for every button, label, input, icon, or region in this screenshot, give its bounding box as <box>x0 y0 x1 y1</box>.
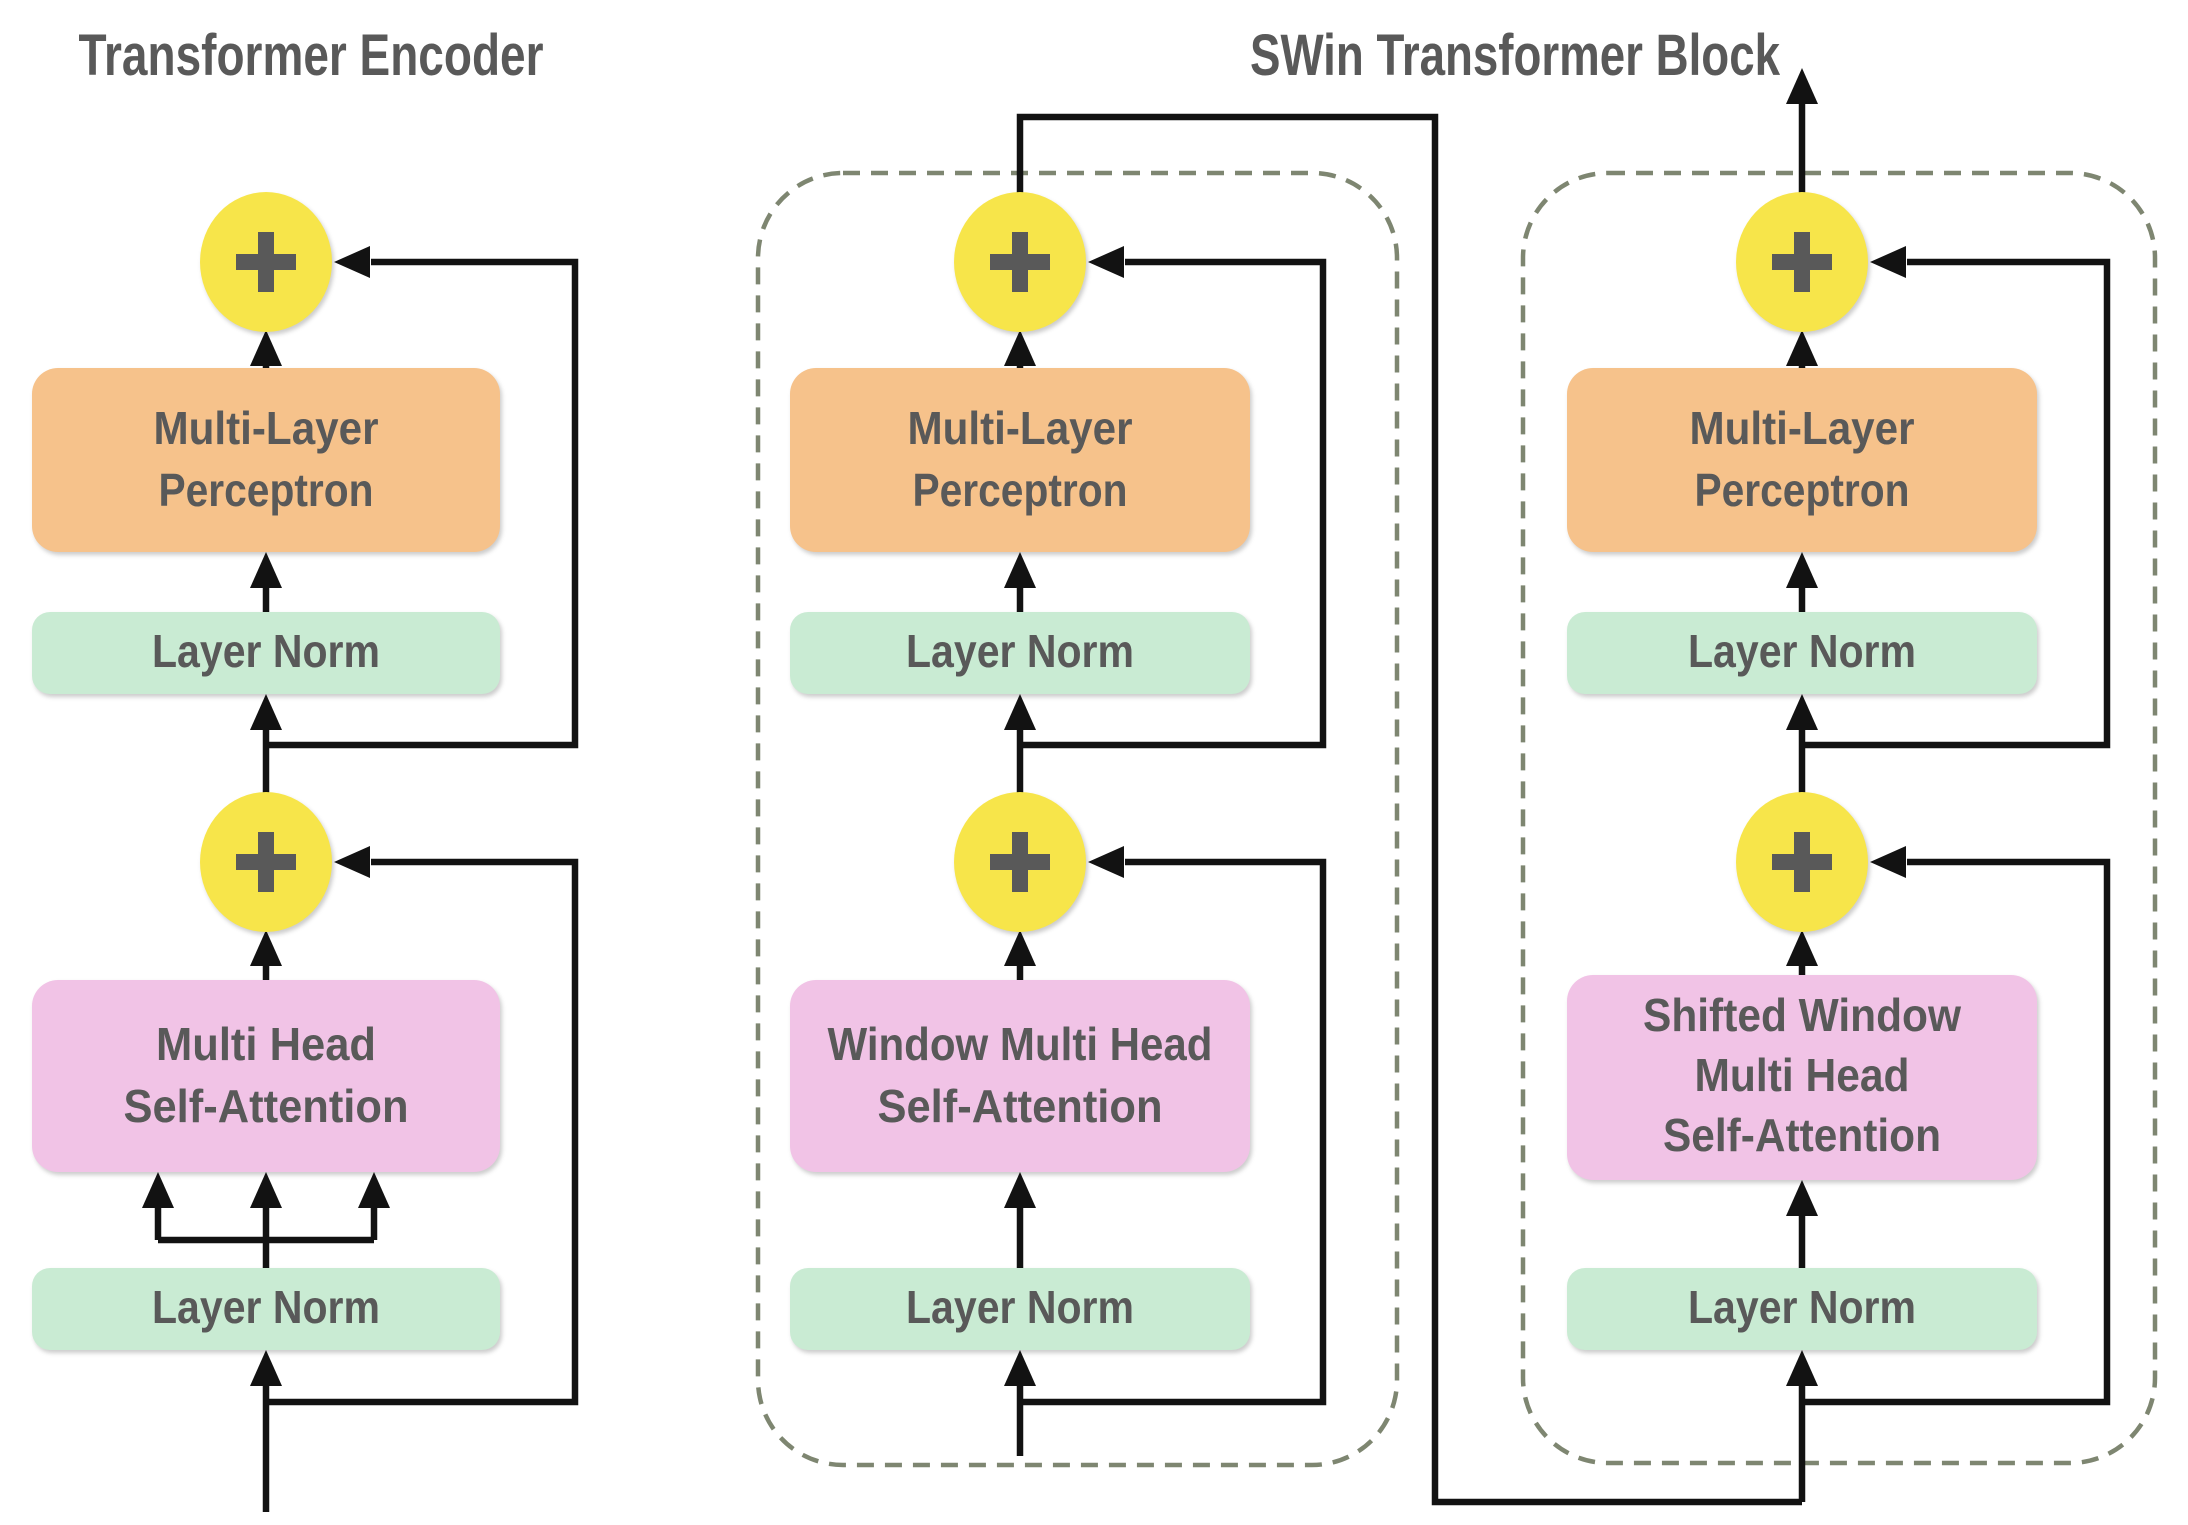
arrowhead-up-icon <box>1786 552 1818 588</box>
arrowhead-left-icon <box>334 246 370 278</box>
w-msa-label-line1: Window Multi Head <box>828 1018 1213 1070</box>
arrow-heads <box>142 68 1906 1386</box>
residual-lower-line <box>1020 858 1327 1406</box>
arrowhead-left-icon <box>1870 246 1906 278</box>
layer-norm-label: Layer Norm <box>1688 1281 1916 1333</box>
multi-head-self-attention-block <box>32 980 500 1172</box>
layer-norm-block <box>32 612 500 694</box>
arrowhead-up-icon <box>1004 1350 1036 1386</box>
window-multi-head-self-attention-block <box>790 980 1250 1172</box>
arrowhead-up-icon <box>1786 694 1818 730</box>
w-msa-label-line2: Self-Attention <box>878 1080 1163 1132</box>
arrowhead-left-icon <box>1870 846 1906 878</box>
layer-norm-label: Layer Norm <box>152 1281 380 1333</box>
left-diagram-title: Transformer Encoder <box>79 23 544 88</box>
mlp-label-line2: Perceptron <box>1695 464 1910 516</box>
swin-diagram-title: SWin Transformer Block <box>1250 23 1781 88</box>
arrowhead-left-icon <box>334 846 370 878</box>
arrowhead-up-icon <box>142 1172 174 1208</box>
block1-to-block2-routing-line <box>1016 113 1802 1506</box>
mlp-label-line1: Multi-Layer <box>908 402 1133 454</box>
plus-icon <box>990 832 1050 892</box>
plus-icon <box>1772 832 1832 892</box>
mlp-label-line1: Multi-Layer <box>1690 402 1915 454</box>
mlp-label-line2: Perceptron <box>159 464 374 516</box>
layer-norm-label: Layer Norm <box>906 1281 1134 1333</box>
node-shapes <box>32 192 2037 1350</box>
residual-upper-line <box>1802 258 2111 749</box>
arrowhead-up-icon <box>250 1350 282 1386</box>
mlp-block <box>32 368 500 552</box>
arrowhead-up-icon <box>1786 330 1818 366</box>
arrowhead-up-icon <box>1786 930 1818 966</box>
mlp-label-line2: Perceptron <box>913 464 1128 516</box>
plus-icon <box>990 232 1050 292</box>
swin-block-2-dashed-border <box>1520 170 2158 1466</box>
arrowhead-up-icon <box>1004 694 1036 730</box>
arrowhead-up-icon <box>250 330 282 366</box>
plus-icon <box>236 232 296 292</box>
arrowhead-up-icon <box>250 1172 282 1208</box>
arrowhead-up-icon <box>1786 1180 1818 1216</box>
arrowhead-left-icon <box>1088 246 1124 278</box>
plus-icon <box>236 832 296 892</box>
arrowhead-up-icon <box>358 1172 390 1208</box>
arrowhead-left-icon <box>1088 846 1124 878</box>
layer-norm-label: Layer Norm <box>906 625 1134 677</box>
shifted-window-multi-head-self-attention-block <box>1567 975 2037 1180</box>
arrowhead-up-icon <box>1004 552 1036 588</box>
residual-lower-line <box>266 858 579 1406</box>
layer-norm-block <box>790 1268 1250 1350</box>
layer-norm-block <box>1567 1268 2037 1350</box>
mlp-block <box>1567 368 2037 552</box>
arrowhead-up-icon <box>250 930 282 966</box>
arrowhead-up-icon <box>1004 1172 1036 1208</box>
plus-icons <box>236 232 1832 892</box>
arrowhead-up-icon <box>1004 330 1036 366</box>
layer-norm-block <box>790 612 1250 694</box>
arrowhead-up-icon <box>250 552 282 588</box>
mlp-block <box>790 368 1250 552</box>
layer-norm-block <box>1567 612 2037 694</box>
sw-msa-label-line3: Self-Attention <box>1663 1109 1941 1161</box>
residual-lower-line <box>1802 858 2111 1406</box>
titles: Transformer Encoder SWin Transformer Blo… <box>79 23 1781 88</box>
residual-upper-line <box>266 258 579 749</box>
swin-block-1-dashed-border <box>755 170 1400 1468</box>
layer-norm-label: Layer Norm <box>1688 625 1916 677</box>
mlp-label-line1: Multi-Layer <box>154 402 379 454</box>
msa-label-line2: Self-Attention <box>124 1080 409 1132</box>
arrowhead-up-icon <box>1786 1350 1818 1386</box>
arrowhead-up-icon <box>250 694 282 730</box>
layer-norm-label: Layer Norm <box>152 625 380 677</box>
arrowhead-up-icon <box>1786 68 1818 104</box>
msa-label-line1: Multi Head <box>156 1018 376 1070</box>
layer-norm-block <box>32 1268 500 1350</box>
block-labels: Multi-Layer Perceptron Layer Norm Multi … <box>124 402 1962 1333</box>
sw-msa-label-line2: Multi Head <box>1695 1049 1910 1101</box>
arrowhead-up-icon <box>1004 930 1036 966</box>
sw-msa-label-line1: Shifted Window <box>1643 989 1961 1041</box>
swin-dashed-containers <box>755 170 2158 1468</box>
plus-icon <box>1772 232 1832 292</box>
residual-upper-line <box>1020 258 1327 749</box>
